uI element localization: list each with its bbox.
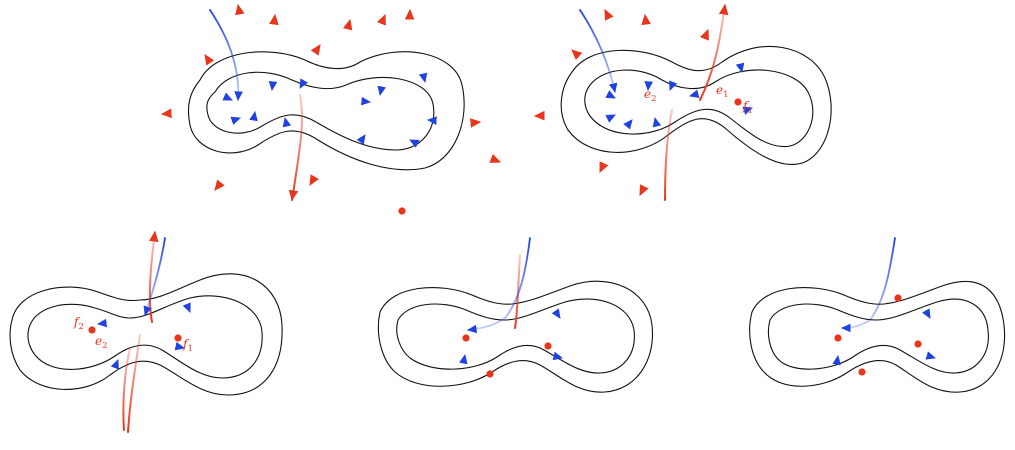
label-f2: f2: [73, 315, 84, 332]
label-e2: e2: [644, 87, 657, 104]
panel-2-blue-flow: [579, 9, 754, 130]
panel-2-outlines: [560, 45, 832, 165]
panel-3-blue-flow: [96, 237, 191, 370]
panel-2-red-tree: [533, 3, 742, 201]
panel-5: [749, 237, 1006, 393]
panel-5-blue-flow: [832, 237, 937, 366]
label-e2: e2: [95, 334, 108, 351]
panel-3-red-tree: [88, 230, 182, 433]
panel-1-blue-flow: [209, 9, 437, 148]
panel-5-outlines: [749, 281, 1006, 393]
panel-4-outlines: [377, 280, 654, 393]
label-f1: f1: [182, 337, 193, 354]
panel-1-red-tree: [160, 3, 502, 215]
panel-1-outlines: [187, 51, 465, 171]
panel-5-red-tree: [834, 294, 922, 376]
panel-4-blue-flow: [459, 237, 564, 365]
panel-2: e2 e1 f1: [533, 3, 832, 201]
label-e1: e1: [716, 83, 729, 100]
panel-3-labels: f2 e2 f1: [73, 315, 193, 354]
panel-3: f2 e2 f1: [9, 230, 283, 433]
panel-2-labels: e2 e1 f1: [644, 83, 753, 116]
panel-3-outlines: [9, 273, 283, 396]
panel-1: [160, 3, 502, 215]
panel-4: [377, 237, 654, 393]
label-f1: f1: [742, 99, 753, 116]
